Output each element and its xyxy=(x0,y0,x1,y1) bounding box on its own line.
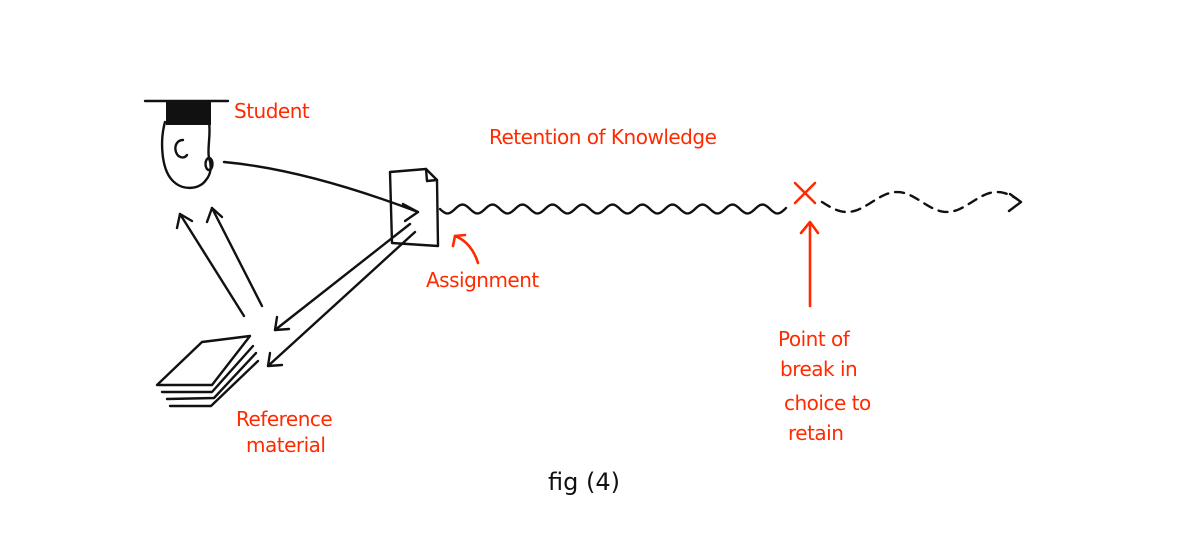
break-label-line3: choice to xyxy=(784,391,871,415)
break-label-line1: Point of xyxy=(778,327,851,351)
break-label-line4: retain xyxy=(788,421,843,445)
break-x-icon xyxy=(793,181,817,205)
break-label-line2: break in xyxy=(780,357,857,381)
retention-wave-dashed xyxy=(820,190,1018,214)
arrow-reference-to-student-1 xyxy=(175,212,246,318)
reference-label-line1: Reference xyxy=(236,407,332,431)
student-label: Student xyxy=(234,99,310,123)
graduation-cap-icon xyxy=(143,99,230,125)
figure-caption: fig (4) xyxy=(548,468,620,496)
retention-wave-solid xyxy=(438,203,788,215)
document-icon xyxy=(388,167,440,248)
assignment-label: Assignment xyxy=(426,268,539,292)
arrow-reference-to-student-2 xyxy=(205,206,264,308)
retention-label: Retention of Knowledge xyxy=(489,125,717,149)
student-head-icon xyxy=(160,120,214,190)
arrow-assignment-to-reference-lower xyxy=(266,230,417,368)
arrow-break-label xyxy=(799,220,820,308)
arrow-student-to-assignment xyxy=(222,160,420,223)
paper-stack-icon xyxy=(155,334,260,408)
retention-arrowhead xyxy=(1007,192,1023,213)
arrow-assignment-label xyxy=(451,233,480,265)
reference-label-line2: material xyxy=(246,433,325,457)
student-figure xyxy=(143,99,230,190)
arrow-assignment-to-reference-upper xyxy=(273,222,412,332)
